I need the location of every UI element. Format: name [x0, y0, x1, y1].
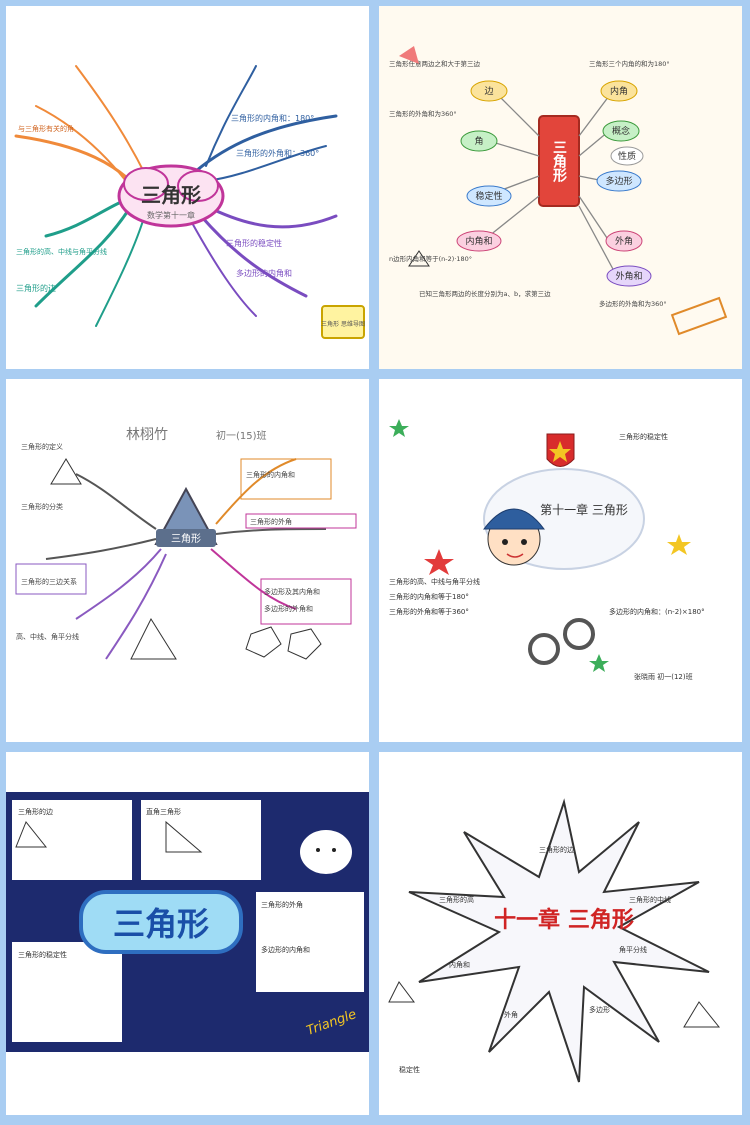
mind-map-panel-5: 三角形 Triangle 直角三角形 三角形的外角 三角形的稳定性 多边形的内角… [6, 752, 369, 1115]
pentagon-shape [399, 46, 419, 64]
center-banner [79, 890, 243, 954]
signature: 张晓雨 初一(12)班 [634, 672, 693, 681]
stamp-text: 三角形 思维导图 [321, 320, 365, 328]
note-text: 三角形的外角和等于360° [389, 607, 469, 616]
note-text: 三角形的内角和等于180° [389, 592, 469, 601]
panel3-center-title: 三角形 [171, 533, 201, 545]
node-label: 稳定性 [475, 190, 502, 202]
stamp [321, 305, 365, 339]
node-label: 内角 [610, 85, 628, 97]
note-text: 外角 [504, 1010, 518, 1019]
mind-map-drawing-3: 林栩竹 初一(15)班 三角形 三角形的定义 三角形的分类 三角形的三边关系 高… [15, 427, 357, 660]
panel1-subtitle: 数学第十一章 [147, 210, 195, 220]
triangle-shape [683, 1001, 721, 1028]
panel6-center-title: 十一章 三角形 [494, 907, 634, 933]
note-text: 已知三角形两边的长度分别为a、b，求第三边 [419, 289, 551, 298]
branch-text: 三角形的外角和：360° [236, 148, 319, 158]
note-text: 角平分线 [619, 945, 647, 954]
mind-map-drawing-1: 三角形 数学第十一章 三角形的外角和：360° 三角形的内角和：180° 三角形… [14, 65, 365, 339]
note-text: 三角形的中线 [629, 895, 671, 904]
note-text: 多边形的外角和 [264, 604, 313, 613]
note-text: 三角形的稳定性 [18, 950, 67, 959]
character-face [24, 1004, 68, 1040]
note-text: 内角和 [449, 960, 470, 969]
node-label: 概念 [612, 125, 630, 137]
branch-text: 多边形的内角和 [236, 268, 292, 278]
triangle-shape [50, 458, 82, 485]
star-icon [667, 534, 691, 555]
note-text: n边形内角和等于(n-2)·180° [389, 254, 472, 263]
note-card [12, 800, 132, 880]
star-icon [589, 654, 609, 672]
mind-map-panel-1: 三角形 数学第十一章 三角形的外角和：360° 三角形的内角和：180° 三角形… [6, 6, 369, 369]
mind-map-drawing-5: 三角形 Triangle 直角三角形 三角形的外角 三角形的稳定性 多边形的内角… [6, 792, 369, 1052]
note-card [141, 800, 261, 880]
note-text: 三角形的高、中线与角平分线 [389, 577, 480, 586]
class-label: 初一(15)班 [216, 429, 267, 442]
star-icon [424, 549, 454, 575]
triangle-shape [165, 820, 203, 853]
panel1-title: 三角形 [141, 183, 201, 207]
branch-text: 三角形的内角和：180° [231, 113, 314, 123]
handcuff-icon [528, 633, 560, 665]
note-text: 三角形的外角 [261, 900, 303, 909]
node-label: 内角和 [465, 235, 492, 247]
mind-map-panel-2: 三角形 边 角 稳定性 内角和 内角 概念 多边形 外角 外角和 [379, 6, 742, 369]
note-text: 多边形 [589, 1005, 610, 1014]
note-text: 三角形的定义 [21, 442, 63, 451]
triangle-shape [130, 617, 177, 660]
note-text: 三角形的稳定性 [619, 432, 668, 441]
character-face [300, 830, 352, 874]
note-text: 三角形的高 [439, 895, 474, 904]
hexagon-shape [287, 628, 322, 660]
branch-text: 三角形的高、中线与角平分线 [16, 247, 107, 256]
note-text: 三角形三个内角的和为180° [589, 59, 670, 68]
ruler-shape [670, 296, 728, 336]
note-text: 多边形及其内角和 [264, 587, 320, 596]
panel2-center-title: 三角形 [551, 140, 567, 183]
node-label: 角 [474, 135, 483, 147]
triangle-shape [15, 821, 48, 848]
branch-text: 三角形的边 [16, 283, 56, 293]
student-name: 林栩竹 [126, 427, 168, 443]
note-text: 三角形任意两边之和大于第三边 [389, 59, 481, 68]
panel4-center-title: 第十一章 三角形 [540, 502, 628, 517]
center-block [538, 115, 580, 207]
note-text: 三角形的内角和 [246, 470, 295, 479]
mind-map-panel-3: 林栩竹 初一(15)班 三角形 三角形的定义 三角形的分类 三角形的三边关系 高… [6, 379, 369, 742]
branch-text: 三角形的稳定性 [226, 238, 282, 248]
node-label: 边 [484, 86, 493, 97]
note-text: 三角形的分类 [21, 502, 63, 511]
star-icon [389, 419, 409, 437]
note-text: 直角三角形 [146, 807, 181, 816]
note-text: 多边形的内角和：(n-2)×180° [609, 607, 705, 616]
mind-map-drawing-4: 第十一章 三角形 三角形的高、中线与角平分线 三角形的内角和等于180° 三角形… [389, 419, 705, 681]
character-hat [482, 508, 546, 530]
note-text: 多边形的内角和 [261, 945, 310, 954]
star-burst [408, 798, 710, 1083]
note-card [256, 892, 364, 992]
note-text: 高、中线、角平分线 [16, 632, 79, 641]
note-text: 三角形的外角 [250, 517, 292, 526]
node-label: 多边形 [605, 175, 632, 187]
mind-map-drawing-6: 十一章 三角形 三角形的边 三角形的高 三角形的中线 角平分线 内角和 外角 多… [388, 798, 721, 1083]
note-text: 三角形的边 [539, 845, 574, 854]
node-label: 外角 [615, 235, 633, 247]
mind-map-drawing-2: 三角形 边 角 稳定性 内角和 内角 概念 多边形 外角 外角和 [379, 6, 742, 369]
note-text: 三角形的边 [18, 807, 53, 816]
mind-map-panel-6: 十一章 三角形 三角形的边 三角形的高 三角形的中线 角平分线 内角和 外角 多… [379, 752, 742, 1115]
note-text: 多边形的外角和为360° [599, 299, 667, 308]
mind-map-panel-4: 第十一章 三角形 三角形的高、中线与角平分线 三角形的内角和等于180° 三角形… [379, 379, 742, 742]
triangle-shape [388, 981, 415, 1003]
note-text: 三角形的外角和为360° [389, 109, 457, 118]
node-label: 外角和 [615, 270, 642, 282]
pentagon-shape [245, 626, 282, 658]
node-label: 性质 [618, 150, 636, 162]
branch-text: 与三角形有关的角 [18, 124, 74, 133]
panel5-center-title: 三角形 [113, 905, 209, 943]
center-cloud [117, 164, 225, 228]
note-text: 稳定性 [399, 1065, 420, 1074]
note-text: 三角形的三边关系 [21, 577, 77, 586]
triangle-shape [408, 250, 430, 267]
